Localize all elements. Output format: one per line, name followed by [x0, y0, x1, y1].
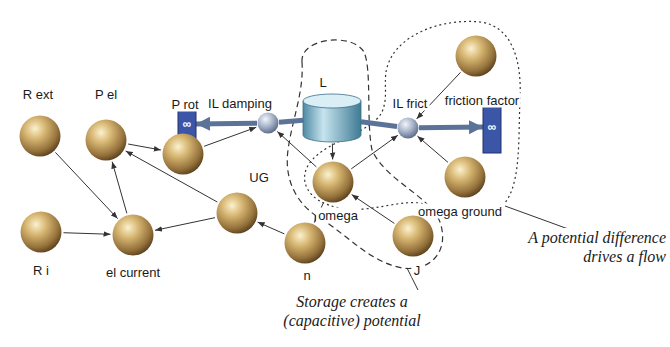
node-label: UG — [247, 170, 271, 185]
influence-arrow — [55, 152, 117, 218]
annotation-note: Storage creates a (capacitive) potential — [262, 292, 442, 330]
node-label: P el — [93, 87, 119, 102]
node-shape — [85, 119, 127, 161]
flow-pipe — [419, 125, 483, 131]
node-label: el current — [104, 265, 162, 280]
node-shape — [216, 192, 258, 234]
influence-arrow — [63, 233, 110, 235]
influence-arrow — [258, 222, 285, 234]
flow-pipe — [279, 120, 303, 122]
node-shape — [19, 115, 61, 157]
influence-arrow — [204, 127, 256, 146]
node-shape — [303, 94, 361, 142]
node-shape — [112, 214, 154, 256]
node-label: omega — [316, 208, 360, 223]
flow-valve: IL frict — [397, 117, 419, 139]
node-label: omega ground — [416, 204, 504, 219]
stock-cylinder: L — [303, 94, 361, 142]
variable-sphere: friction factor — [455, 35, 497, 77]
node-shape — [392, 215, 434, 257]
node-shape — [312, 161, 354, 203]
variable-sphere: n — [284, 222, 326, 264]
node-label: friction factor — [443, 93, 521, 108]
variable-sphere: el current — [112, 214, 154, 256]
node-label: R i — [31, 263, 51, 278]
annotation-note: A potential difference drives a flow — [512, 228, 668, 266]
node-shape — [284, 222, 326, 264]
variable-sphere: R ext — [19, 115, 61, 157]
variable-sphere: R i — [20, 211, 62, 253]
variable-sphere: omega ground — [444, 156, 486, 198]
influence-arrow — [155, 218, 215, 231]
variable-sphere: omega — [312, 161, 354, 203]
node-label: L — [317, 75, 328, 90]
flow-valve: IL damping — [257, 112, 279, 134]
node-shape — [444, 156, 486, 198]
node-label: IL damping — [206, 96, 274, 111]
infinity-symbol: ∞ — [483, 101, 501, 153]
node-label: n — [301, 268, 312, 283]
influence-arrow — [417, 136, 447, 162]
node-shape — [397, 117, 419, 139]
variable-sphere: P rot — [162, 133, 204, 175]
flow-pipe — [196, 121, 257, 127]
variable-sphere: J — [392, 215, 434, 257]
node-shape — [162, 133, 204, 175]
influence-arrow — [128, 144, 161, 150]
node-label: R ext — [21, 87, 55, 102]
influence-arrow — [112, 162, 127, 214]
node-label: IL frict — [391, 96, 430, 111]
influence-arrow — [332, 143, 333, 159]
node-shape — [455, 35, 497, 77]
node-shape — [20, 211, 62, 253]
variable-sphere: UG — [216, 192, 258, 234]
node-label: P rot — [169, 97, 200, 112]
influence-arrow — [351, 135, 398, 169]
variable-sphere: P el — [85, 119, 127, 161]
cloud-sink: ∞ — [483, 101, 501, 153]
node-shape — [257, 112, 279, 134]
flow-pipe — [361, 122, 397, 127]
node-label: J — [412, 263, 423, 278]
